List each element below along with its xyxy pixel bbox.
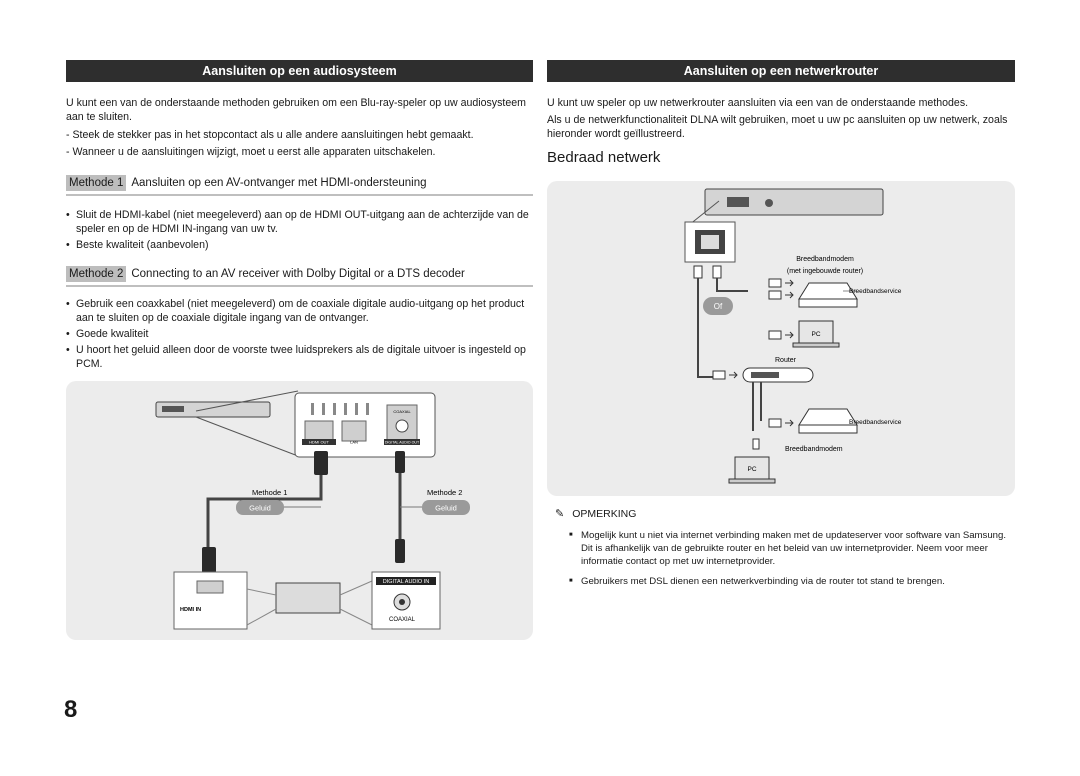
audio-intro: U kunt een van de onderstaande methoden … xyxy=(66,97,526,123)
method2-bullet-3: U hoort het geluid alleen door de voorst… xyxy=(66,343,533,371)
audio-connection-illustration: COAXIAL HDMI OUT LAN DIGITAL AUDIO OUT M… xyxy=(155,390,470,630)
service1-label: Breedbandservice xyxy=(849,288,902,295)
player-icon xyxy=(155,401,271,418)
network-intro-1: U kunt uw speler op uw netwerkrouter aan… xyxy=(547,97,969,109)
coaxial-top-label: COAXIAL xyxy=(393,409,411,414)
pc2-label: PC xyxy=(747,466,756,473)
subheading-wired: Bedraad netwerk xyxy=(547,149,661,166)
router-label: Router xyxy=(775,357,797,364)
section-title-audio: Aansluiten op een audiosysteem xyxy=(66,60,533,82)
hdmi-out-label: HDMI OUT xyxy=(309,440,329,445)
note-heading-row: ✎ OPMERKING xyxy=(547,507,1015,521)
audio-note-1: - Steek de stekker pas in het stopcontac… xyxy=(66,129,474,141)
method1-heading: Methode 1 Aansluiten op een AV-ontvanger… xyxy=(66,175,533,196)
pencil-icon: ✎ xyxy=(555,508,565,520)
method2-title: Connecting to an AV receiver with Dolby … xyxy=(131,268,465,280)
hdmi-plug-bottom xyxy=(202,547,216,573)
modem1-label-1: Breedbandmodem xyxy=(796,256,854,263)
note-section: ✎ OPMERKING Mogelijk kunt u niet via int… xyxy=(547,507,1015,589)
method2-heading: Methode 2 Connecting to an AV receiver w… xyxy=(66,266,533,287)
coax-plug-top xyxy=(395,451,405,473)
av-receiver-icon xyxy=(275,582,341,614)
coaxial-label: COAXIAL xyxy=(389,617,416,623)
digital-audio-in-label: DIGITAL AUDIO IN xyxy=(383,579,429,585)
lan-port xyxy=(341,420,367,442)
note-list: Mogelijk kunt u niet via internet verbin… xyxy=(569,529,1015,588)
lan-label: LAN xyxy=(350,440,358,445)
pc1-label: PC xyxy=(811,331,820,338)
hdmi-plug-top xyxy=(314,451,328,475)
method1-title: Aansluiten op een AV-ontvanger met HDMI-… xyxy=(131,177,427,189)
section-title-network: Aansluiten op een netwerkrouter xyxy=(547,60,1015,82)
method2-tag: Methode 2 xyxy=(66,266,127,282)
hdmi-in-box xyxy=(173,571,248,630)
or-badge xyxy=(703,297,733,315)
audio-diagram: COAXIAL HDMI OUT LAN DIGITAL AUDIO OUT M… xyxy=(66,381,533,640)
page-number: 8 xyxy=(64,696,78,723)
coax-plug-bottom xyxy=(395,539,405,563)
modem1-label-2: (met ingebouwde router) xyxy=(787,268,863,275)
method2-diagram-label: Methode 2 xyxy=(427,488,462,497)
network-connection-illustration: Of Breedbandmodem (met ingebouwde router… xyxy=(684,188,902,484)
hdmi-in-label: HDMI IN xyxy=(180,607,201,613)
modem2-label: Breedbandmodem xyxy=(785,446,843,453)
method1-bullet-2: Beste kwaliteit (aanbevolen) xyxy=(66,238,533,252)
or-label: Of xyxy=(714,302,723,311)
sound-badge-2 xyxy=(422,500,470,515)
network-intro-2: Als u de netwerkfunctionaliteit DLNA wil… xyxy=(547,114,1008,140)
note-heading: OPMERKING xyxy=(572,507,637,520)
note-item-1: Mogelijk kunt u niet via internet verbin… xyxy=(569,529,1015,568)
method1-diagram-label: Methode 1 xyxy=(252,488,287,497)
sound-label-1: Geluid xyxy=(249,504,271,513)
method1-tag: Methode 1 xyxy=(66,175,127,191)
audio-note-2: - Wanneer u de aansluitingen wijzigt, mo… xyxy=(66,146,436,158)
sound-label-2: Geluid xyxy=(435,504,457,513)
left-column: Aansluiten op een audiosysteem U kunt ee… xyxy=(66,60,533,371)
note-item-2: Gebruikers met DSL dienen een netwerkver… xyxy=(569,575,1015,588)
player-icon xyxy=(704,188,884,216)
right-column: Aansluiten op een netwerkrouter U kunt u… xyxy=(547,60,1015,166)
hdmi-out-port xyxy=(304,420,334,442)
digital-audio-out-label: DIGITAL AUDIO OUT xyxy=(385,441,420,445)
method2-bullet-1: Gebruik een coaxkabel (niet meegeleverd)… xyxy=(66,297,533,325)
sound-badge-1 xyxy=(236,500,284,515)
method1-bullet-1: Sluit de HDMI-kabel (niet meegeleverd) a… xyxy=(66,208,533,236)
service2-label: Breedbandservice xyxy=(849,419,902,426)
method2-bullet-2: Goede kwaliteit xyxy=(66,327,533,341)
network-diagram: Of Breedbandmodem (met ingebouwde router… xyxy=(547,181,1015,496)
